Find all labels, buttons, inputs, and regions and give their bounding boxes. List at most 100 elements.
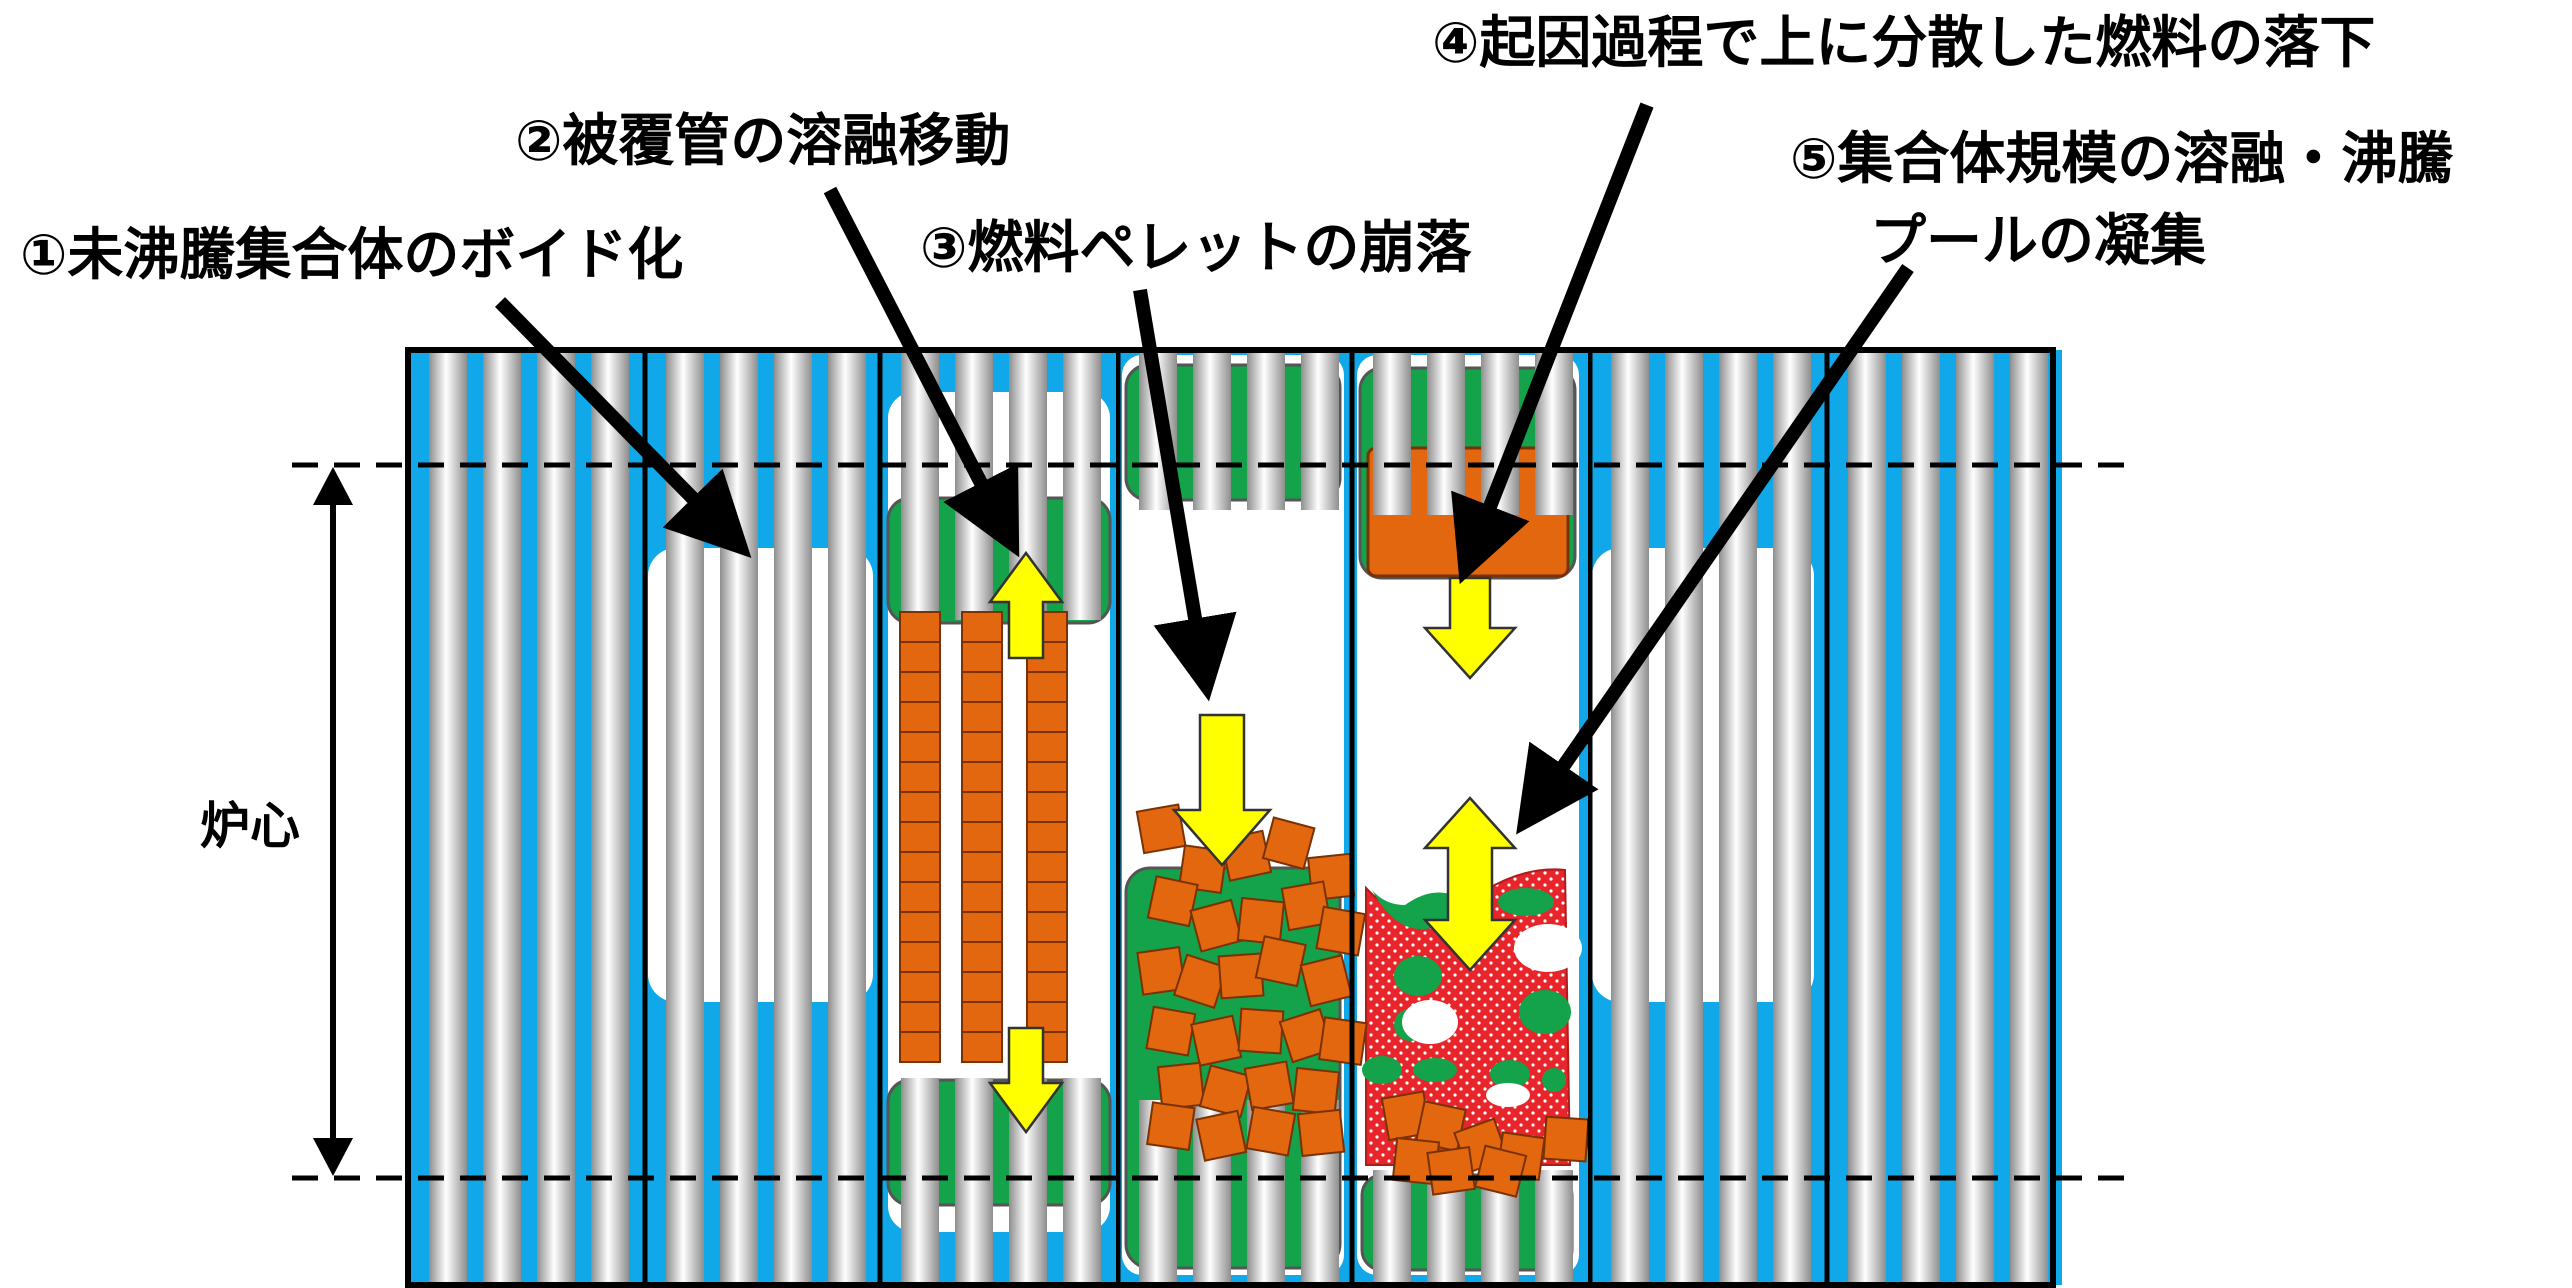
steel-inclusion xyxy=(1413,1058,1457,1082)
fuel-pin xyxy=(955,1078,993,1285)
debris-pellet xyxy=(1261,816,1316,871)
yellow-arrow-up xyxy=(987,550,1065,660)
fuel-pellet xyxy=(961,701,1003,733)
overlay-details xyxy=(899,611,1590,1198)
fuel-pellet xyxy=(1026,1001,1068,1033)
fuel-pin xyxy=(901,1078,939,1285)
label-step5-line2: プールの凝集 xyxy=(1870,209,2206,274)
yellow-arrow-down xyxy=(1171,713,1273,867)
yellow-arrow-down xyxy=(987,1026,1065,1135)
steel-blockage-lower xyxy=(886,1078,1112,1207)
core-label: 炉心 xyxy=(200,797,300,855)
fuel-pellet xyxy=(961,911,1003,943)
debris-pellet xyxy=(1280,880,1332,932)
fuel-pellet xyxy=(1026,731,1068,763)
debris-pellet xyxy=(1254,935,1307,988)
pellet-debris xyxy=(1135,803,1590,1198)
debris-pellet xyxy=(1146,875,1199,928)
fuel-pin xyxy=(1373,1170,1411,1285)
fuel-pellet xyxy=(1026,761,1068,793)
fuel-pin xyxy=(1848,350,1886,1285)
callout-arrow-step2 xyxy=(823,186,1020,558)
fuel-pellet xyxy=(1026,971,1068,1003)
fuel-pellet xyxy=(899,731,941,763)
fuel-pellet xyxy=(961,1001,1003,1033)
debris-pellet xyxy=(1195,1109,1248,1162)
steel-inclusion xyxy=(1394,956,1442,996)
fuel-pin xyxy=(537,350,575,1285)
fuel-pellet xyxy=(1026,911,1068,943)
fuel-pin xyxy=(1427,350,1465,515)
fuel-pin xyxy=(591,350,629,1285)
debris-pellet xyxy=(1156,1061,1206,1111)
debris-pellet xyxy=(1145,1005,1197,1057)
fuel-pellet xyxy=(899,941,941,973)
fuel-pin xyxy=(1247,350,1285,510)
pellet-stacks xyxy=(899,611,1068,1080)
fuel-pin xyxy=(828,350,866,1285)
pin-gap xyxy=(1049,620,1063,1080)
fuel-pellet xyxy=(899,791,941,823)
debris-pellet xyxy=(1296,1108,1346,1158)
pin-gap xyxy=(985,620,999,1080)
callout-arrow-step3 xyxy=(1133,288,1237,702)
fuel-pellet xyxy=(961,731,1003,763)
steel-inclusion xyxy=(1490,1060,1530,1088)
debris-pellet xyxy=(1426,1146,1476,1196)
fuel-pin xyxy=(483,350,521,1285)
fuel-pellet xyxy=(899,881,941,913)
fuel-pin xyxy=(1193,350,1231,510)
callout-arrow-step4 xyxy=(1451,102,1654,585)
debris-pellet xyxy=(1189,898,1244,953)
fuel-pellet xyxy=(961,671,1003,703)
callout-arrow-step1 xyxy=(495,297,752,558)
fuel-pin xyxy=(1665,350,1703,1285)
debris-pellet xyxy=(1236,896,1286,946)
pool-inclusions xyxy=(1362,888,1582,1107)
steel-inclusion xyxy=(1542,1068,1566,1092)
fuel-pellet xyxy=(899,1001,941,1033)
callout-arrows xyxy=(495,102,1914,835)
debris-pellet xyxy=(1237,1007,1285,1055)
fuel-pin xyxy=(1301,350,1339,510)
fuel-pin xyxy=(1063,350,1101,620)
fuel-pin xyxy=(1063,1078,1101,1285)
debris-pellet xyxy=(1318,1016,1368,1066)
steel-inclusion xyxy=(1498,888,1554,916)
label-step3: ③燃料ペレットの崩落 xyxy=(920,216,1472,281)
fuel-pellet xyxy=(961,971,1003,1003)
debris-pellet xyxy=(1245,1105,1297,1157)
void-bubble xyxy=(1514,924,1582,972)
debris-pellet xyxy=(1299,954,1353,1008)
fuel-pin xyxy=(429,350,467,1285)
fuel-pin xyxy=(1535,1170,1573,1285)
fuel-pin xyxy=(1956,350,1994,1285)
debris-pellet xyxy=(1315,905,1367,957)
fuel-pellet xyxy=(899,851,941,883)
label-step1: ①未沸騰集合体のボイド化 xyxy=(20,223,683,288)
label-step2: ②被覆管の溶融移動 xyxy=(515,109,1010,174)
fuel-pellet xyxy=(961,761,1003,793)
steel-inclusion xyxy=(1362,1056,1402,1084)
fuel-pin xyxy=(720,350,758,1285)
debris-pellet xyxy=(1474,1144,1528,1198)
fuel-pellet xyxy=(899,821,941,853)
steel-inclusion xyxy=(1519,990,1571,1034)
callout-arrow-step5 xyxy=(1516,264,1914,835)
fuel-pellet xyxy=(961,881,1003,913)
debris-pellet xyxy=(1135,803,1187,855)
pin-gap xyxy=(923,620,937,1080)
void-bubble xyxy=(1402,1000,1458,1044)
yellow-arrow-bidirectional xyxy=(1422,796,1518,972)
fuel-pin xyxy=(774,350,812,1285)
fuel-pellet xyxy=(899,1031,941,1063)
yellow-motion-arrows xyxy=(987,550,1518,1135)
fuel-pellet xyxy=(961,1031,1003,1063)
debris-pellet xyxy=(1243,1060,1295,1112)
debris-pellet xyxy=(1146,1101,1196,1151)
fuel-pin xyxy=(1611,350,1649,1285)
fuel-pellet xyxy=(899,641,941,673)
fuel-pin xyxy=(2010,350,2048,1285)
assembly-outlines xyxy=(405,347,2056,1288)
